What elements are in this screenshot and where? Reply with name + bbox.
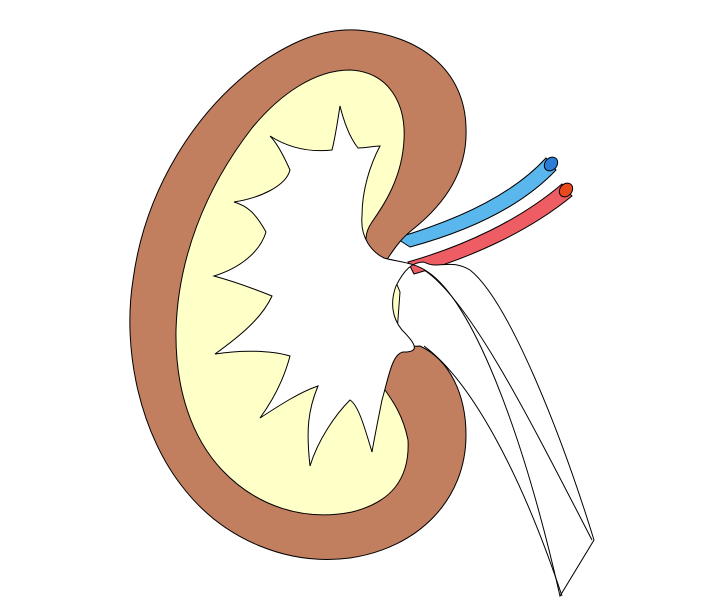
renal-pelvis xyxy=(212,105,595,598)
renal-artery-opening xyxy=(558,182,574,198)
renal-vein-opening xyxy=(543,156,559,172)
renal-vein xyxy=(394,157,557,248)
ureter-inner-wall xyxy=(423,345,563,597)
renal-artery xyxy=(407,183,573,275)
ureter xyxy=(423,269,593,541)
